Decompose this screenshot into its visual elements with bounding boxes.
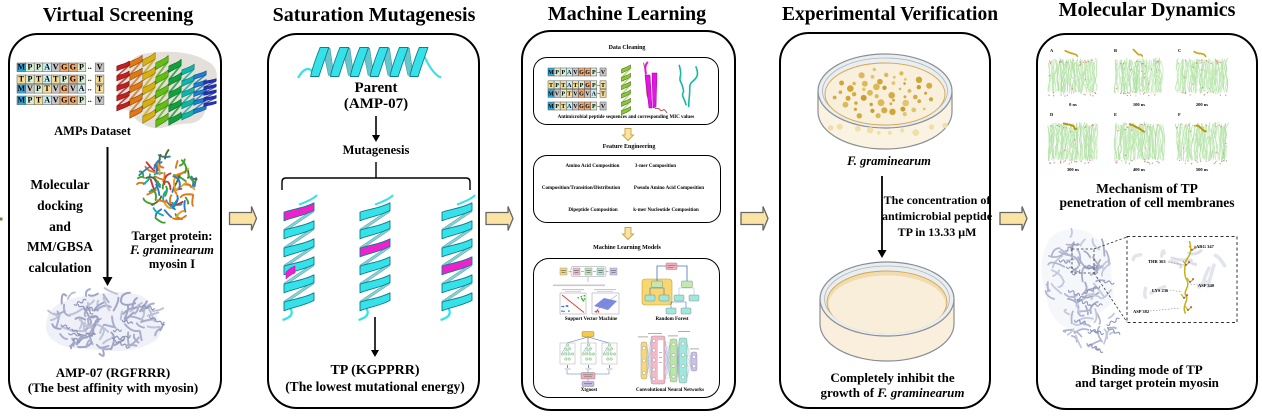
svg-text:A: A bbox=[567, 83, 572, 89]
svg-text:G: G bbox=[585, 104, 590, 110]
svg-text:A: A bbox=[44, 75, 50, 84]
svg-text:P: P bbox=[580, 83, 584, 89]
svg-text:A: A bbox=[567, 104, 572, 110]
svg-text:V: V bbox=[585, 92, 590, 98]
svg-text:T: T bbox=[53, 75, 59, 84]
svg-text:G: G bbox=[579, 92, 584, 98]
svg-text:V: V bbox=[27, 84, 33, 93]
svg-text:T: T bbox=[601, 92, 605, 98]
svg-text:V: V bbox=[97, 96, 103, 105]
svg-text:..: .. bbox=[88, 84, 92, 93]
svg-text:G: G bbox=[61, 96, 67, 105]
svg-text:P: P bbox=[79, 96, 84, 105]
svg-text:V: V bbox=[601, 70, 606, 76]
svg-text:P: P bbox=[555, 104, 559, 110]
svg-text:V: V bbox=[53, 84, 59, 93]
svg-text:M: M bbox=[548, 70, 554, 76]
svg-text:..: .. bbox=[88, 95, 92, 104]
svg-text:P: P bbox=[36, 63, 41, 72]
svg-text:P: P bbox=[592, 83, 596, 89]
svg-text:V: V bbox=[573, 104, 578, 110]
svg-text:–: – bbox=[596, 70, 601, 76]
svg-text:V: V bbox=[53, 96, 59, 105]
svg-text:T: T bbox=[97, 75, 103, 84]
svg-text:P: P bbox=[36, 84, 41, 93]
svg-text:G: G bbox=[61, 84, 67, 93]
svg-text:P: P bbox=[561, 70, 565, 76]
svg-text:G: G bbox=[579, 70, 584, 76]
svg-text:..: .. bbox=[88, 74, 92, 83]
svg-text:–: – bbox=[596, 104, 601, 110]
svg-text:T: T bbox=[567, 92, 571, 98]
svg-text:V: V bbox=[70, 84, 76, 93]
svg-text:V: V bbox=[555, 92, 560, 98]
svg-text:T: T bbox=[36, 75, 42, 84]
svg-text:P: P bbox=[555, 70, 559, 76]
svg-text:V: V bbox=[601, 104, 606, 110]
svg-text:–: – bbox=[596, 91, 601, 97]
svg-text:G: G bbox=[70, 75, 76, 84]
svg-text:M: M bbox=[18, 63, 26, 72]
svg-text:M: M bbox=[18, 84, 26, 93]
svg-text:A: A bbox=[79, 84, 85, 93]
svg-text:P: P bbox=[592, 104, 596, 110]
svg-text:P: P bbox=[79, 75, 84, 84]
svg-text:V: V bbox=[573, 70, 578, 76]
svg-text:T: T bbox=[573, 83, 577, 89]
svg-text:P: P bbox=[79, 63, 84, 72]
svg-text:T: T bbox=[561, 83, 565, 89]
svg-text:–: – bbox=[596, 83, 601, 89]
svg-text:G: G bbox=[585, 70, 590, 76]
svg-text:P: P bbox=[27, 96, 32, 105]
svg-text:T: T bbox=[36, 96, 42, 105]
svg-text:T: T bbox=[601, 83, 605, 89]
svg-text:P: P bbox=[62, 75, 67, 84]
svg-text:T: T bbox=[549, 83, 553, 89]
svg-text:A: A bbox=[44, 63, 50, 72]
svg-text:M: M bbox=[18, 96, 26, 105]
svg-text:P: P bbox=[561, 92, 565, 98]
svg-text:T: T bbox=[44, 84, 50, 93]
svg-text:T: T bbox=[561, 104, 565, 110]
svg-text:G: G bbox=[61, 63, 67, 72]
svg-text:V: V bbox=[573, 92, 578, 98]
svg-text:V: V bbox=[53, 63, 59, 72]
svg-text:T: T bbox=[97, 84, 103, 93]
svg-text:P: P bbox=[592, 70, 596, 76]
svg-text:G: G bbox=[579, 104, 584, 110]
svg-text:P: P bbox=[555, 83, 559, 89]
svg-text:A: A bbox=[44, 96, 50, 105]
svg-text:V: V bbox=[97, 63, 103, 72]
svg-text:G: G bbox=[585, 83, 590, 89]
svg-text:A: A bbox=[567, 70, 572, 76]
svg-text:G: G bbox=[70, 96, 76, 105]
svg-text:T: T bbox=[19, 75, 25, 84]
svg-text:G: G bbox=[70, 63, 76, 72]
svg-text:A: A bbox=[592, 92, 597, 98]
svg-text:P: P bbox=[27, 63, 32, 72]
svg-text:..: .. bbox=[88, 62, 92, 71]
svg-text:M: M bbox=[548, 92, 554, 98]
svg-text:P: P bbox=[27, 75, 32, 84]
svg-text:M: M bbox=[548, 104, 554, 110]
